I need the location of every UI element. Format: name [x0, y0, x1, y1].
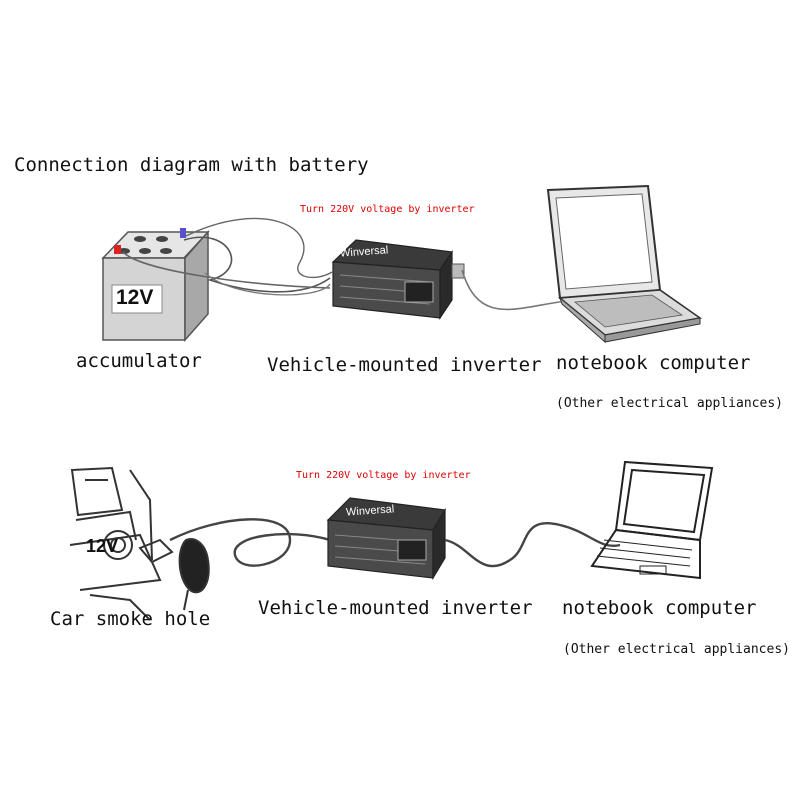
- bottom-device-sublabel: (Other electrical appliances): [563, 642, 790, 657]
- inverter-icon: [331, 239, 465, 320]
- top-device-label: notebook computer: [556, 352, 751, 374]
- top-device-sublabel: (Other electrical appliances): [556, 396, 783, 411]
- battery-voltage-label: 12V: [116, 286, 154, 309]
- top-inverter-note: Turn 220V voltage by inverter: [300, 204, 475, 215]
- top-source-label: accumulator: [76, 350, 202, 372]
- diagram-title: Connection diagram with battery: [14, 154, 369, 176]
- battery-icon: [101, 228, 210, 342]
- top-inverter-label: Vehicle-mounted inverter: [267, 354, 542, 376]
- bottom-inverter-note: Turn 220V voltage by inverter: [296, 470, 471, 481]
- bottom-source-label: Car smoke hole: [50, 608, 211, 630]
- laptop-icon: [590, 460, 714, 580]
- inverter-icon: [326, 497, 446, 581]
- car-dashboard-icon: [69, 466, 210, 621]
- bottom-device-label: notebook computer: [562, 597, 757, 619]
- bottom-inverter-label: Vehicle-mounted inverter: [258, 597, 533, 619]
- socket-voltage-label: 12V: [86, 536, 119, 556]
- laptop-icon: [546, 184, 703, 344]
